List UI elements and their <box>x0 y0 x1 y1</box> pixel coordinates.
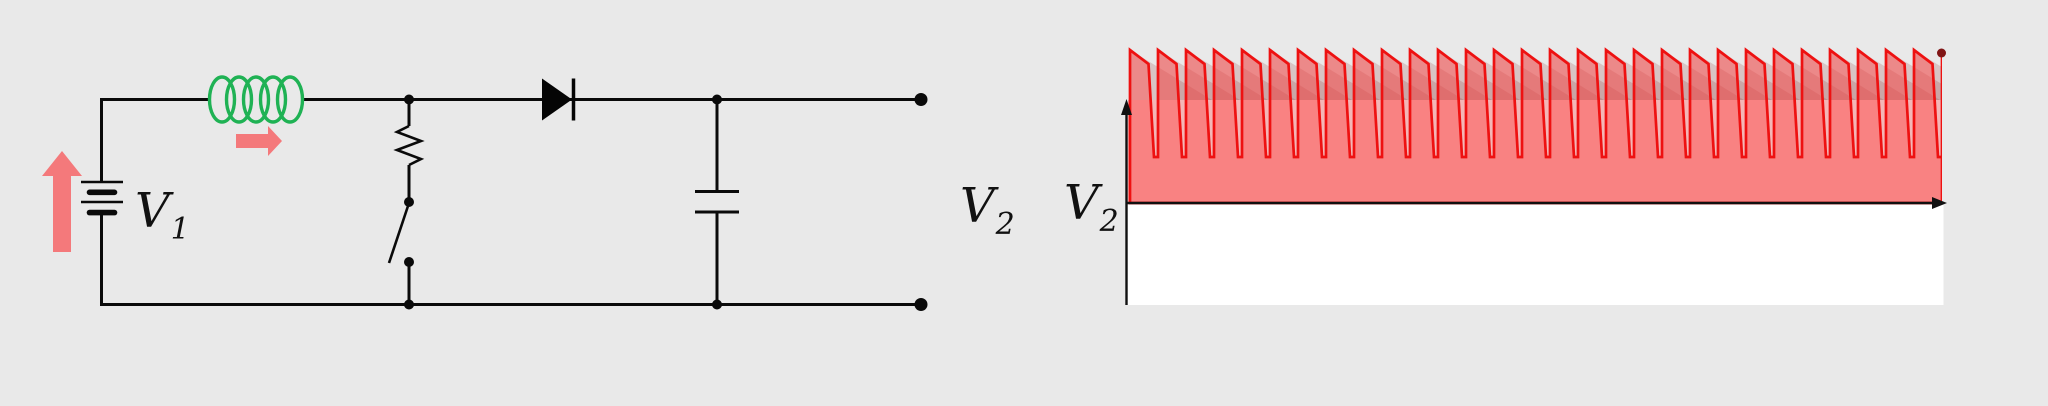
y-axis-arrowhead-icon <box>1121 99 1132 115</box>
switch-lever <box>387 202 411 264</box>
plot-area-below-axis <box>1126 203 1944 305</box>
waveform-endpoint-dot <box>1937 48 1946 58</box>
junction-dots <box>404 93 928 311</box>
top-wire <box>100 98 210 181</box>
ghost-triangle <box>1942 50 2024 100</box>
diode-triangle <box>542 78 572 121</box>
node-switch-top <box>404 94 414 105</box>
v2-waveform-plot: V2 <box>1064 47 2024 305</box>
resistor-zigzag <box>393 124 425 167</box>
inductor-coil <box>207 75 305 124</box>
voltage-arrow-icon <box>42 151 82 252</box>
plot-axes <box>1125 113 1934 305</box>
node-capacitor-bottom <box>712 299 722 310</box>
ripple-waveform <box>1128 47 1942 205</box>
bottom-wire <box>100 213 921 306</box>
v2-axis-label: V2 <box>1064 175 1119 239</box>
battery-v1 <box>81 180 123 216</box>
v1-label: V1 <box>135 183 190 247</box>
node-switch-bottom <box>404 299 414 310</box>
switch-branch <box>387 124 425 267</box>
x-axis-arrowhead-icon <box>1932 197 1947 209</box>
output-terminal-top <box>914 93 928 106</box>
boost-circuit-schematic: V1 V2 <box>42 75 1015 311</box>
switch-contact-lower <box>404 257 414 267</box>
circuit-wires <box>100 98 921 306</box>
diode <box>542 78 576 121</box>
v2-circuit-label: V2 <box>960 178 1015 242</box>
current-arrow-icon <box>236 126 282 156</box>
switch-contact-upper <box>404 197 414 207</box>
node-capacitor-top <box>712 94 722 105</box>
capacitor <box>695 190 739 214</box>
output-terminal-bottom <box>914 298 928 311</box>
